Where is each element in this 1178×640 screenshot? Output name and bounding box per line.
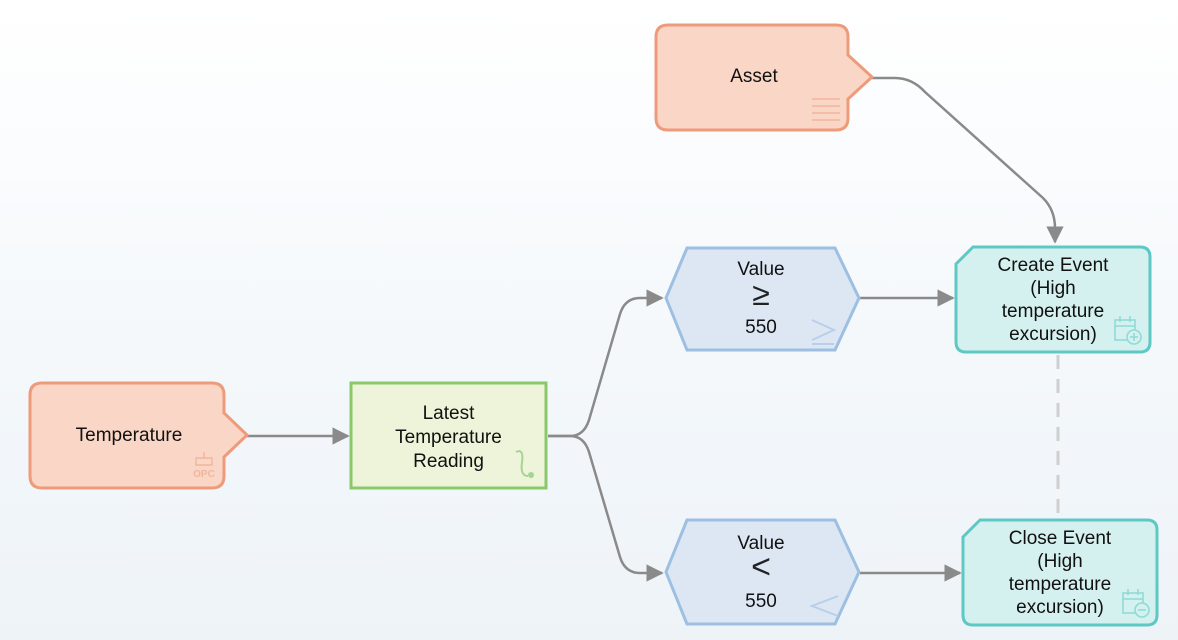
latest-temperature-reading-node[interactable] bbox=[349, 381, 548, 490]
temperature-node[interactable]: OPC bbox=[28, 381, 250, 490]
condition-low-node[interactable] bbox=[664, 518, 861, 626]
calendar-plus-icon bbox=[1114, 316, 1142, 345]
connector-latest-to-cond-low[interactable] bbox=[548, 434, 664, 582]
close-event-node[interactable] bbox=[961, 518, 1159, 627]
condition-high-node[interactable] bbox=[664, 246, 861, 352]
connectors bbox=[243, 76, 1064, 582]
list-lines-icon bbox=[812, 98, 840, 121]
connector-latest-to-cond-high[interactable] bbox=[548, 289, 664, 438]
latest-value-curve-icon bbox=[515, 450, 529, 477]
asset-node[interactable] bbox=[654, 23, 875, 132]
connector-asset-to-create-event[interactable] bbox=[862, 76, 1064, 244]
create-event-node[interactable] bbox=[954, 245, 1152, 354]
greater-equal-icon bbox=[811, 319, 837, 345]
opc-tag-icon: OPC bbox=[193, 452, 215, 480]
less-than-icon bbox=[809, 595, 839, 617]
opc-icon-text: OPC bbox=[193, 469, 215, 480]
calendar-minus-icon bbox=[1122, 589, 1150, 618]
